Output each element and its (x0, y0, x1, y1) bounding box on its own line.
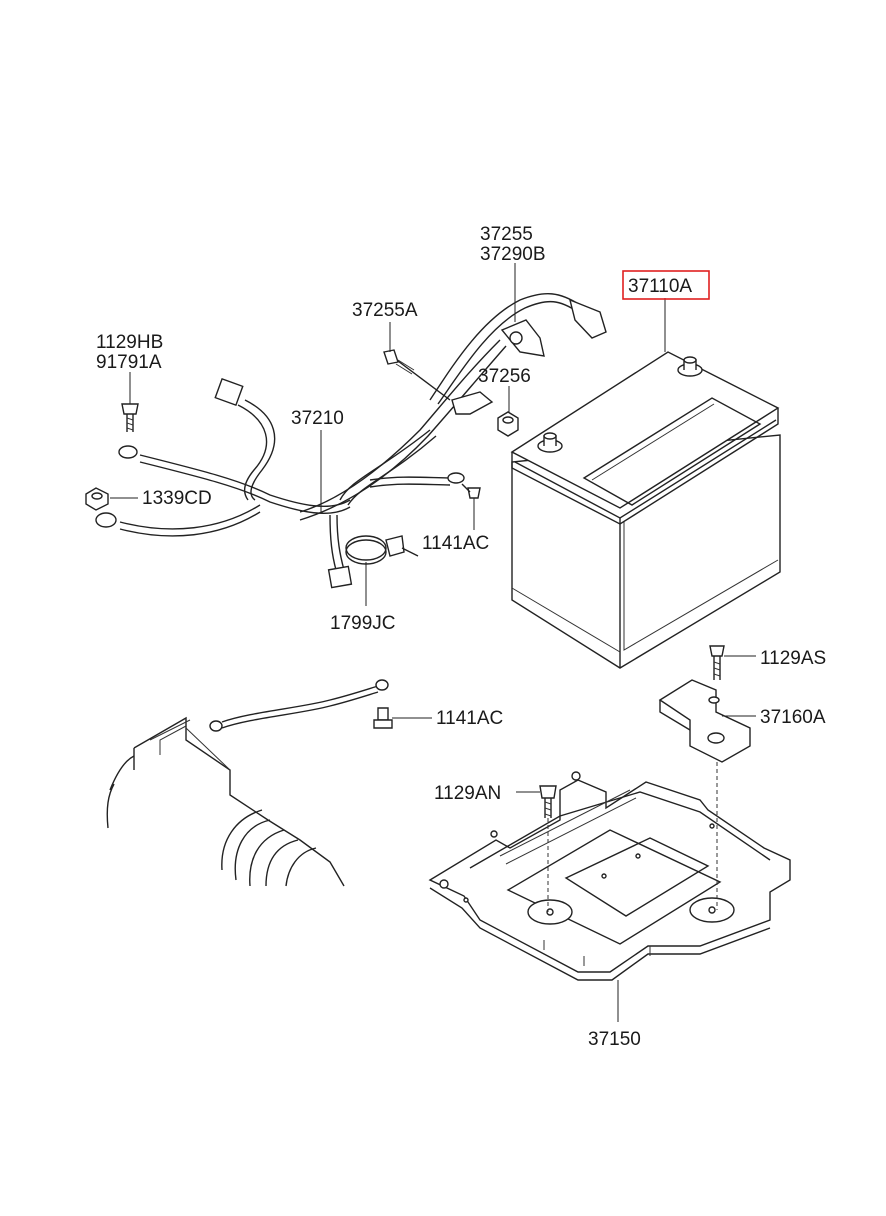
body-panel-illustration (106, 716, 345, 887)
label-1339cd: 1339CD (142, 488, 212, 509)
screw-1141ac-top-illustration (461, 483, 481, 499)
ground-strap-illustration (209, 679, 393, 732)
wire-harness-illustration (95, 292, 607, 589)
label-37255: 37255 (480, 224, 533, 245)
bolt-1129an-illustration (539, 785, 557, 818)
label-37256: 37256 (478, 366, 531, 387)
bracket-37255a-illustration (383, 349, 494, 415)
bolt-1129hb-illustration (121, 403, 139, 432)
battery-illustration (510, 351, 781, 669)
label-91791a: 91791A (96, 352, 162, 373)
leader-lines (110, 263, 756, 1022)
clamp-1799jc-illustration (345, 535, 419, 565)
label-37160a: 37160A (760, 707, 826, 728)
label-37150: 37150 (588, 1029, 641, 1050)
nut-37256-illustration (497, 411, 519, 437)
label-37255a: 37255A (352, 300, 418, 321)
label-1141ac-top: 1141AC (422, 533, 489, 554)
battery-tray-illustration (428, 771, 791, 981)
label-1129as: 1129AS (760, 648, 826, 669)
label-1141ac-bottom: 1141AC (436, 708, 503, 729)
label-37290b: 37290B (480, 244, 546, 265)
label-1129hb: 1129HB (96, 332, 163, 353)
label-1129an: 1129AN (434, 783, 501, 804)
label-37110a[interactable]: 37110A (628, 276, 692, 297)
label-37210: 37210 (291, 408, 344, 429)
bracket-37160a-illustration (658, 645, 751, 763)
nut-1339cd-illustration (85, 487, 109, 511)
label-1799jc: 1799JC (330, 613, 396, 634)
highlight-box-37110a (622, 270, 710, 300)
